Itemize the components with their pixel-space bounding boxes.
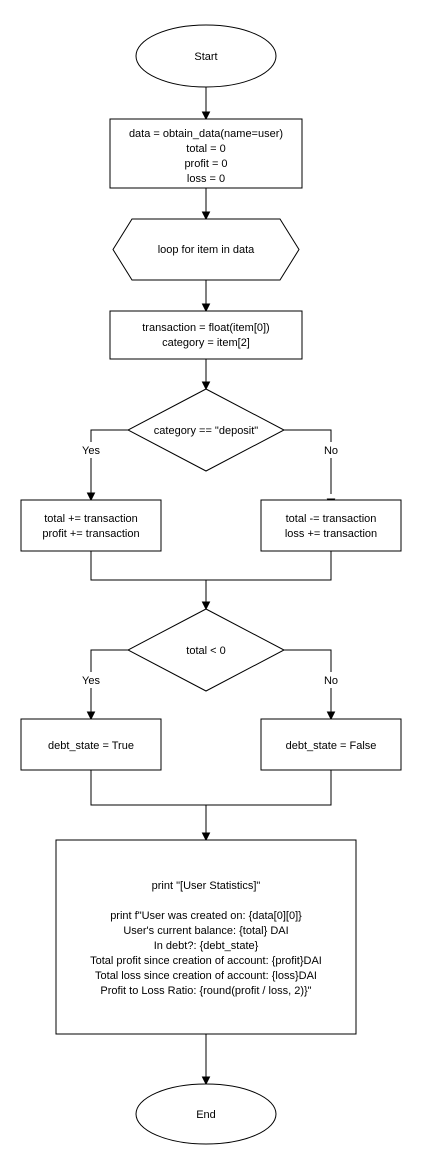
init-line: loss = 0 <box>187 173 225 185</box>
start-label: Start <box>194 51 217 63</box>
edge-decision2-no <box>284 649 332 713</box>
decision2-node: total < 0 <box>126 608 286 692</box>
edge-label-no: No <box>324 675 338 687</box>
edge-label-no: No <box>324 445 338 457</box>
decision1-label: category == "deposit" <box>154 425 259 437</box>
end-label: End <box>196 1109 216 1121</box>
print-line: print f"User was created on: {data[0][0]… <box>110 910 302 922</box>
arrowhead-icon <box>86 711 96 721</box>
debt-false-label: debt_state = False <box>286 740 377 752</box>
edge-label-yes: Yes <box>82 445 100 457</box>
edges <box>86 87 336 1086</box>
edge-decision1-yes <box>90 429 128 494</box>
end-node: End <box>135 1083 277 1145</box>
parse-node: transaction = float(item[0]) category = … <box>109 310 303 360</box>
arrowhead-icon <box>201 381 211 391</box>
edge-labels: Yes No Yes No <box>80 442 340 688</box>
print-line: In debt?: {debt_state} <box>154 940 259 952</box>
start-node: Start <box>135 24 277 88</box>
print-line: Total profit since creation of account: … <box>90 955 322 967</box>
init-line: total = 0 <box>186 143 225 155</box>
edge-decision1-no <box>284 429 332 494</box>
print-line: print "[User Statistics]" <box>152 880 261 892</box>
deposit-line: profit += transaction <box>42 528 139 540</box>
edge-decision2-yes <box>90 649 128 713</box>
withdraw-line: loss += transaction <box>285 528 377 540</box>
debt-false-node: debt_state = False <box>260 718 402 771</box>
print-node: print "[User Statistics]" print f"User w… <box>55 839 357 1035</box>
deposit-line: total += transaction <box>44 513 138 525</box>
arrowhead-icon <box>86 492 96 502</box>
arrowhead-icon <box>201 832 211 842</box>
print-line: Total loss since creation of account: {l… <box>95 970 317 982</box>
edge-merge1 <box>90 551 332 603</box>
arrowhead-icon <box>326 711 336 721</box>
arrowhead-icon <box>201 303 211 313</box>
debt-true-label: debt_state = True <box>48 740 134 752</box>
edge-label-yes: Yes <box>82 675 100 687</box>
edge-merge2 <box>90 770 332 834</box>
init-line: profit = 0 <box>184 158 227 170</box>
arrowhead-icon <box>201 211 211 221</box>
parse-line: category = item[2] <box>162 337 250 349</box>
loop-label: loop for item in data <box>158 244 255 256</box>
loop-node: loop for item in data <box>112 218 300 281</box>
withdraw-line: total -= transaction <box>286 513 377 525</box>
init-line: data = obtain_data(name=user) <box>129 128 283 140</box>
parse-line: transaction = float(item[0]) <box>142 322 269 334</box>
init-node: data = obtain_data(name=user) total = 0 … <box>109 118 303 189</box>
debt-true-node: debt_state = True <box>20 718 162 771</box>
withdraw-node: total -= transaction loss += transaction <box>260 499 402 552</box>
arrowhead-icon <box>201 601 211 611</box>
deposit-node: total += transaction profit += transacti… <box>20 499 162 552</box>
arrowhead-icon <box>201 111 211 121</box>
print-line: Profit to Loss Ratio: {round(profit / lo… <box>100 985 311 997</box>
decision2-label: total < 0 <box>186 645 225 657</box>
print-line: User's current balance: {total} DAI <box>123 925 288 937</box>
arrowhead-icon <box>201 1076 211 1086</box>
decision1-node: category == "deposit" <box>126 388 286 472</box>
